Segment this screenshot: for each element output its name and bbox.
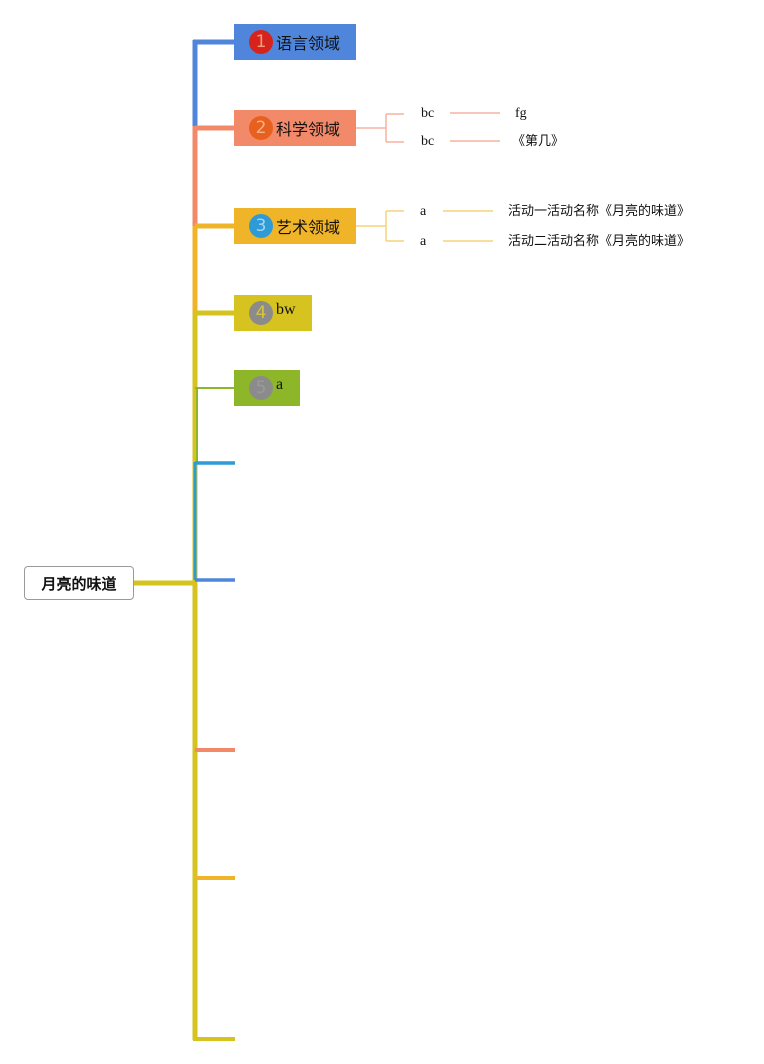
- number-badge-icon: 3: [249, 214, 273, 238]
- topic-a[interactable]: 5 a: [234, 370, 300, 406]
- topic-label: bw: [276, 301, 296, 318]
- root-topic-label: 月亮的味道: [41, 574, 117, 593]
- topic-science[interactable]: 2 科学领域: [234, 110, 356, 146]
- art-subtopic-1[interactable]: a: [420, 204, 427, 219]
- science-leaf-2[interactable]: 《第几》: [512, 134, 565, 149]
- topic-label: 科学领域: [276, 120, 341, 139]
- science-leaf-1[interactable]: fg: [515, 106, 527, 121]
- science-subtopic-1[interactable]: bc: [421, 106, 435, 121]
- art-leaf-1[interactable]: 活动一活动名称《月亮的味道》: [508, 204, 691, 219]
- root-topic[interactable]: 月亮的味道: [24, 566, 134, 600]
- science-subbranch-bracket: [356, 113, 404, 143]
- number-badge-icon: 1: [249, 30, 273, 54]
- topic-label: a: [276, 376, 284, 393]
- science-subtopic-2[interactable]: bc: [421, 134, 435, 149]
- number-badge-icon: 4: [249, 301, 273, 325]
- art-subtopic-2[interactable]: a: [420, 234, 427, 249]
- number-badge-icon: 2: [249, 116, 273, 140]
- topic-art[interactable]: 3 艺术领域: [234, 208, 356, 244]
- topic-language[interactable]: 1 语言领域: [234, 24, 356, 60]
- topic-bw[interactable]: 4 bw: [234, 295, 312, 331]
- number-badge-icon: 5: [249, 376, 273, 400]
- topic-label: 艺术领域: [276, 218, 341, 237]
- art-subbranch-bracket: [356, 210, 404, 242]
- art-leaf-2[interactable]: 活动二活动名称《月亮的味道》: [508, 234, 691, 249]
- topic-label: 语言领域: [276, 34, 341, 53]
